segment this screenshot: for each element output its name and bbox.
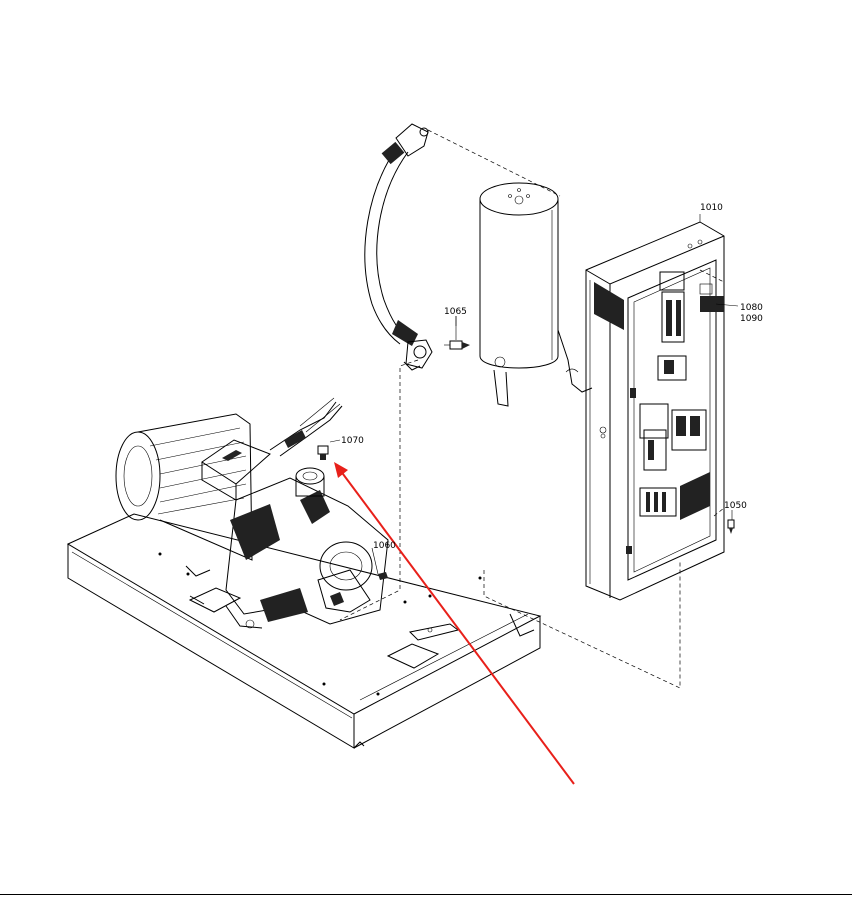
callout-1070: 1070 xyxy=(341,436,364,446)
motor xyxy=(115,397,343,605)
red-pointer-arrow xyxy=(334,462,575,785)
bottom-frame-line xyxy=(0,894,852,895)
valve-1070 xyxy=(317,445,329,460)
fitting-1050 xyxy=(727,510,735,534)
electrical-cabinet xyxy=(585,221,725,601)
callout-1010: 1010 xyxy=(700,203,723,213)
compressor-element xyxy=(225,467,389,629)
callout-1090: 1090 xyxy=(740,314,763,324)
callout-1060: 1060 xyxy=(373,541,396,551)
assembly-lines xyxy=(339,129,725,689)
callout-1050: 1050 xyxy=(724,501,747,511)
leader-lines xyxy=(329,214,739,575)
vessel xyxy=(479,182,593,407)
callout-1080: 1080 xyxy=(740,303,763,313)
hose xyxy=(364,123,433,371)
callout-1065: 1065 xyxy=(444,307,467,317)
sensor-1065 xyxy=(444,316,470,350)
base-frame xyxy=(66,513,542,749)
